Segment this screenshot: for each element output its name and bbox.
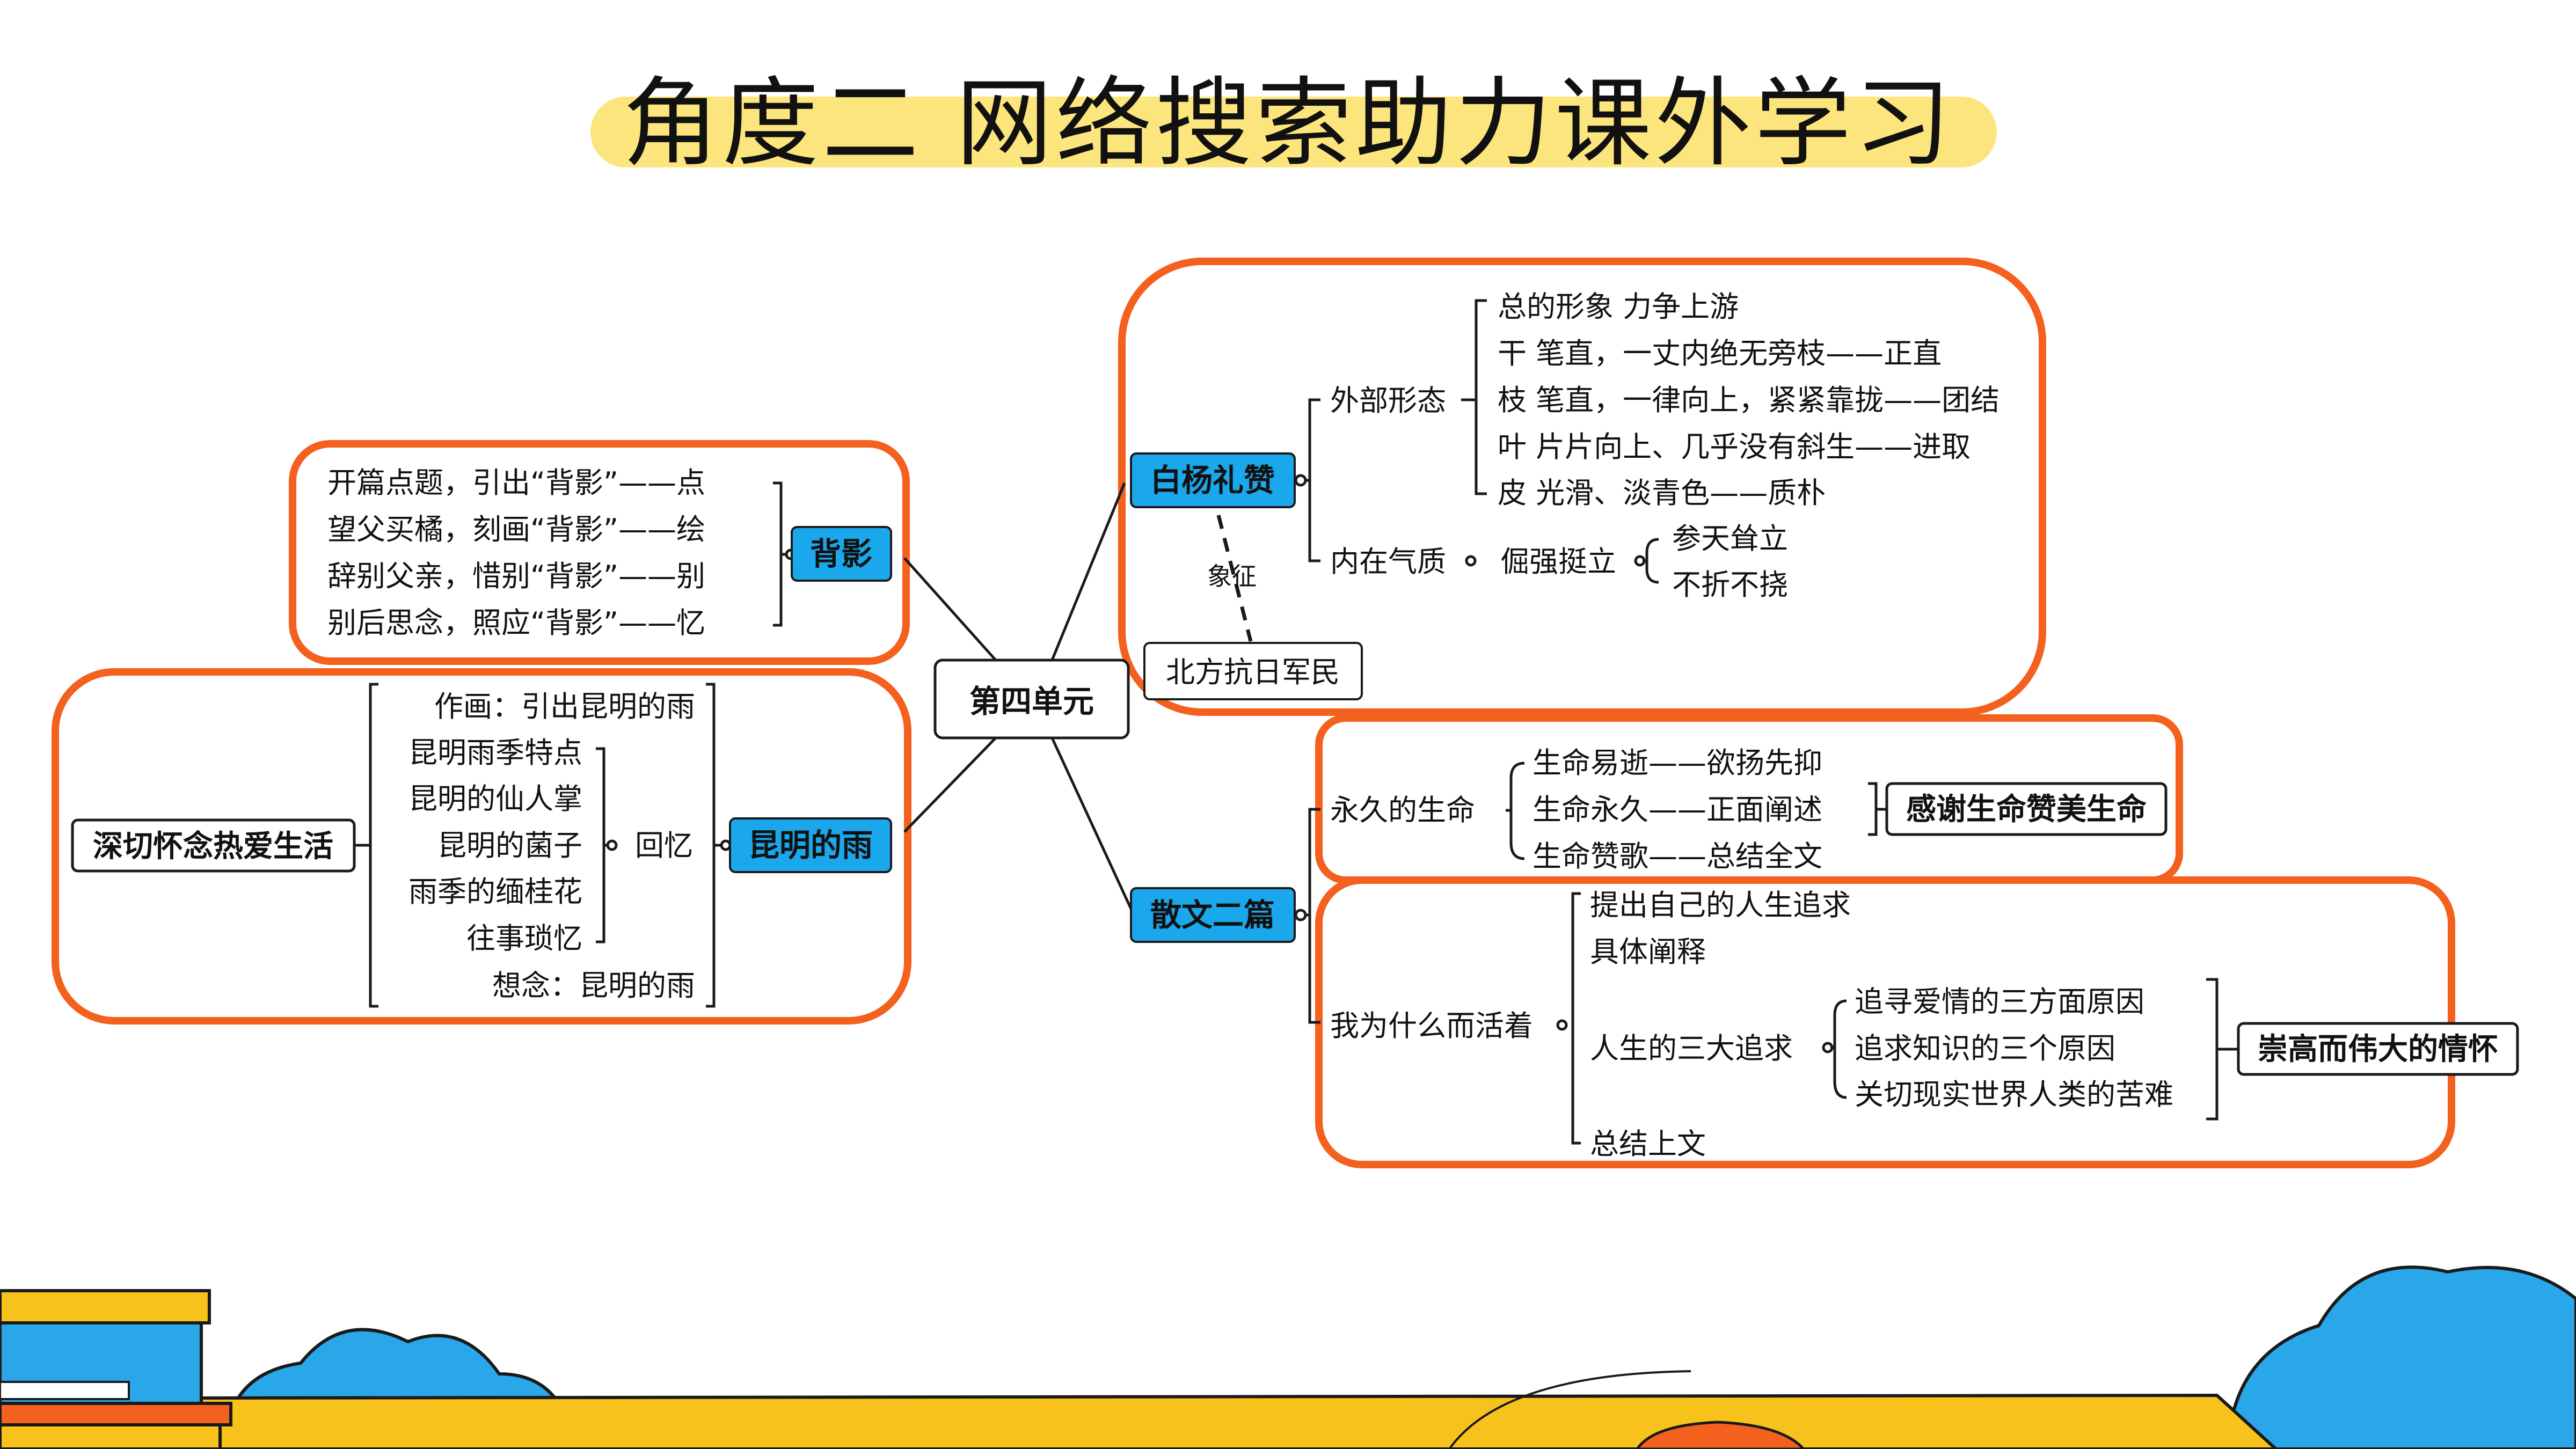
kunming-memory: 昆明雨季特点 bbox=[408, 736, 582, 770]
kunming-memory: 雨季的缅桂花 bbox=[408, 875, 582, 909]
kunming-items: 作画：引出昆明的雨 昆明雨季特点 昆明的仙人掌 昆明的菌子 雨季的缅桂花 往事琐… bbox=[408, 690, 695, 1002]
huozhe-item: 提出自己的人生追求 bbox=[1590, 888, 1851, 922]
baiyang-symbol-label: 象征 bbox=[1207, 562, 1257, 591]
huozhe-pursuit: 关切现实世界人类的苦难 bbox=[1855, 1078, 2173, 1111]
book-4 bbox=[0, 1423, 222, 1449]
huozhe-pursuits-label: 人生的三大追求 bbox=[1590, 1031, 1793, 1065]
symbol-target-box bbox=[1143, 642, 1363, 700]
connectors bbox=[354, 299, 2238, 1145]
book-3 bbox=[0, 1402, 232, 1426]
kunming-memory-label: 回忆 bbox=[635, 829, 693, 862]
kunming-memory: 昆明的菌子 bbox=[437, 829, 582, 862]
node-beiying-box bbox=[791, 526, 892, 582]
bottom-decoration bbox=[0, 1265, 2576, 1449]
beiying-item: 别后思念，照应“背影”——忆 bbox=[327, 606, 705, 640]
baiyang-outer-item: 皮 光滑、淡青色——质朴 bbox=[1498, 476, 1826, 510]
node-baiyang-box bbox=[1130, 452, 1296, 508]
frame-beiying bbox=[289, 440, 910, 665]
sanwen-items: 永久的生命 生命易逝——欲扬先抑 生命永久——正面阐述 生命赞歌——总结全文 我… bbox=[1330, 746, 2173, 1161]
huozhe-label: 我为什么而活着 bbox=[1330, 1009, 1533, 1043]
kunming-memory: 昆明的仙人掌 bbox=[408, 782, 582, 816]
page-title: 角度二 网络搜索助力课外学习 bbox=[622, 68, 1954, 180]
node-kunming-box bbox=[729, 817, 892, 873]
cloud-right bbox=[2225, 1265, 2576, 1449]
table-object bbox=[1635, 1421, 1806, 1449]
center-node-label: 第四单元 bbox=[969, 683, 1094, 720]
kunming-intro: 作画：引出昆明的雨 bbox=[434, 690, 695, 723]
baiyang-inner-quality: 倔强挺立 bbox=[1500, 545, 1616, 579]
yongjiu-item: 生命永久——正面阐述 bbox=[1533, 793, 1822, 826]
yongjiu-theme: 感谢生命赞美生命 bbox=[1906, 792, 2147, 827]
beiying-items: 开篇点题，引出“背影”——点 望父买橘，刻画“背影”——绘 辞别父亲，惜别“背影… bbox=[327, 466, 705, 640]
yongjiu-label: 永久的生命 bbox=[1330, 793, 1475, 827]
symbol-target: 北方抗日军民 bbox=[1166, 655, 1340, 689]
title-group: 角度二 网络搜索助力课外学习 bbox=[590, 68, 1997, 180]
beiying-item: 开篇点题，引出“背影”——点 bbox=[327, 466, 705, 500]
yongjiu-item: 生命赞歌——总结全文 bbox=[1533, 839, 1822, 873]
kunming-theme-box bbox=[71, 818, 356, 873]
kunming-theme: 深切怀念热爱生活 bbox=[93, 829, 333, 864]
baiyang-outer-item: 干 笔直，一丈内绝无旁枝——正直 bbox=[1498, 336, 1942, 370]
kunming-memory: 往事琐忆 bbox=[466, 921, 582, 955]
huozhe-theme: 崇高而伟大的情怀 bbox=[2258, 1032, 2498, 1067]
node-sanwen-box bbox=[1130, 887, 1296, 943]
huozhe-pursuit: 追寻爱情的三方面原因 bbox=[1855, 985, 2144, 1019]
baiyang-outer-item: 枝 笔直，一律向上，紧紧靠拢——团结 bbox=[1498, 383, 1999, 417]
baiyang-outer-item: 总的形象 力争上游 bbox=[1498, 290, 1739, 324]
huozhe-summary: 总结上文 bbox=[1590, 1127, 1706, 1161]
book-2-pages bbox=[0, 1381, 130, 1400]
yongjiu-theme-box bbox=[1885, 782, 2168, 836]
beiying-item: 辞别父亲，惜别“背影”——别 bbox=[327, 559, 705, 593]
huozhe-pursuit: 追求知识的三个原因 bbox=[1855, 1031, 2115, 1065]
node-beiying-label: 背影 bbox=[810, 536, 872, 572]
baiyang-inner-label: 内在气质 bbox=[1330, 545, 1446, 579]
book-1 bbox=[0, 1289, 211, 1324]
yongjiu-item: 生命易逝——欲扬先抑 bbox=[1533, 746, 1822, 780]
baiyang-outer-label: 外部形态 bbox=[1330, 384, 1446, 418]
huozhe-item: 具体阐释 bbox=[1590, 935, 1706, 969]
node-baiyang-label: 白杨礼赞 bbox=[1150, 462, 1275, 499]
kunming-outro: 想念：昆明的雨 bbox=[492, 969, 695, 1002]
huozhe-theme-box bbox=[2237, 1022, 2519, 1076]
baiyang-outer-item: 叶 片片向上、几乎没有斜生——进取 bbox=[1498, 430, 1971, 464]
center-node-box bbox=[933, 658, 1130, 740]
frame-kunming bbox=[52, 668, 911, 1024]
baiyang-items: 外部形态 总的形象 力争上游 干 笔直，一丈内绝无旁枝——正直 枝 笔直，一律向… bbox=[1207, 290, 1999, 602]
baiyang-inner-item: 不折不挠 bbox=[1672, 568, 1788, 602]
title-band bbox=[590, 97, 1997, 167]
baiyang-inner-item: 参天耸立 bbox=[1672, 522, 1788, 555]
beiying-item: 望父买橘，刻画“背影”——绘 bbox=[327, 513, 705, 546]
node-sanwen-label: 散文二篇 bbox=[1150, 897, 1275, 933]
table-top bbox=[148, 1393, 2279, 1449]
table-arc bbox=[1448, 1370, 1691, 1449]
node-kunming-label: 昆明的雨 bbox=[748, 827, 873, 863]
nodes: 第四单元 背影 昆明的雨 白杨礼赞 散文二篇 深切怀念热爱生活 北方抗日军民 感… bbox=[71, 452, 2519, 1076]
orange-frames bbox=[52, 258, 2455, 1168]
